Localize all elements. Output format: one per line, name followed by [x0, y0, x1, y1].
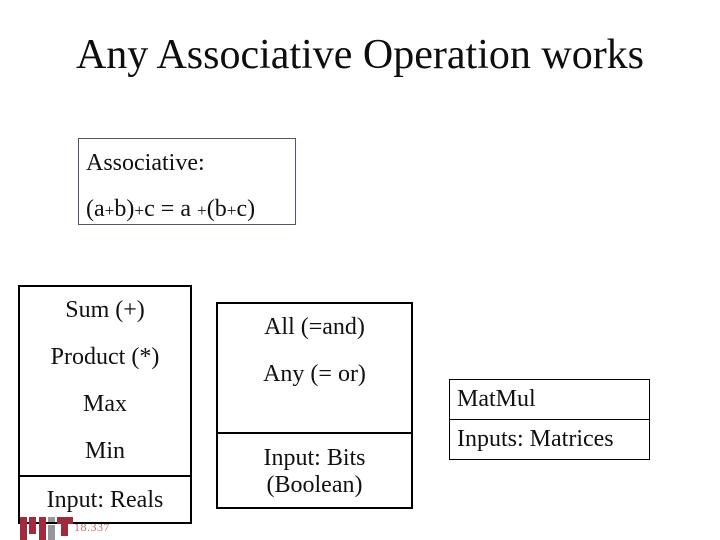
- matmul-label: MatMul: [457, 386, 536, 412]
- mit-logo-icon: [20, 517, 74, 540]
- reals-operations-box: Sum (+) Product (*) Max Min Input: Reals: [18, 285, 192, 524]
- mit-logo-bar: [39, 517, 46, 540]
- bits-operations-list: All (=and) Any (= or): [218, 304, 411, 432]
- mit-logo-bar: [20, 517, 27, 540]
- mit-logo-bar: [29, 517, 36, 534]
- operation-item-sum: Sum (+): [65, 297, 145, 323]
- operation-item-max: Max: [83, 391, 127, 417]
- associative-note-box: Associative: (a+b)+c = a +(b+c): [78, 138, 296, 225]
- matrix-operations-box: MatMul Inputs: Matrices: [449, 379, 650, 460]
- mit-logo-bar: [61, 517, 68, 536]
- associative-equation: (a+b)+c = a +(b+c): [86, 196, 256, 222]
- bits-input-label-line1: Input: Bits: [263, 444, 366, 471]
- operation-item-all: All (=and): [264, 314, 365, 340]
- bits-operations-box: All (=and) Any (= or) Input: Bits (Boole…: [216, 302, 413, 509]
- bits-input-label-line2: (Boolean): [266, 471, 363, 498]
- matrix-input-label: Inputs: Matrices: [450, 419, 649, 459]
- page-title: Any Associative Operation works: [75, 32, 645, 78]
- mit-logo-bar: [48, 517, 55, 522]
- reals-operations-list: Sum (+) Product (*) Max Min: [20, 287, 190, 475]
- bits-input-label: Input: Bits (Boolean): [218, 432, 411, 509]
- operation-item-min: Min: [84, 438, 125, 464]
- operation-item-product: Product (*): [50, 344, 160, 370]
- reals-input-label: Input: Reals: [20, 475, 190, 524]
- mit-logo-bar: [48, 525, 55, 540]
- associative-label: Associative:: [86, 150, 205, 176]
- operation-item-any: Any (= or): [263, 361, 366, 387]
